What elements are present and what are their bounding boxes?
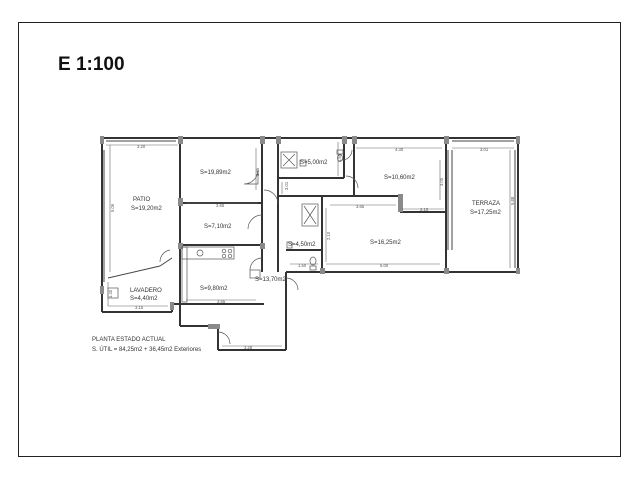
windows [103, 140, 516, 282]
dim-bath2-w: 1.50 [298, 263, 307, 268]
patio-label: PATIO [133, 197, 150, 203]
drawing-sheet [18, 22, 621, 457]
columns [100, 136, 520, 329]
dim-lavadero-bottom: 3.15 [135, 305, 144, 310]
doors [159, 149, 359, 345]
dim-top-patio: 3.20 [137, 144, 146, 149]
kitchen-area: S=9,80m2 [200, 286, 228, 292]
dim-patio-vertical: 5.06 [110, 203, 115, 212]
living-area: S=16,25m2 [370, 240, 402, 246]
dim-top-room2: 4.30 [395, 147, 404, 152]
dim-step: 2.15 [420, 207, 429, 212]
dim-living-v: 2.10 [326, 231, 331, 240]
dim-lavadero-v: 1.40 [108, 289, 113, 298]
scale-label: E 1:100 [58, 54, 125, 75]
room1-area: S=19,89m2 [200, 170, 232, 176]
hall-area: S=13,70m2 [255, 277, 287, 283]
room-labels: PATIO S=19,20m2 S=19,89m2 S=5,00m2 S=10,… [130, 160, 502, 302]
terraza-area: S=17,25m2 [470, 210, 502, 216]
dim-room1-mid: 2.65 [255, 167, 260, 176]
dim-top-terraza: 3.01 [480, 147, 489, 152]
dim-hall-v: 3.01 [284, 181, 289, 190]
dimension-values: 3.20 4.30 3.01 5.06 5.88 2.65 3.01 1.55 … [108, 144, 515, 350]
patio-area: S=19,20m2 [131, 206, 163, 212]
plan-area-summary: S. ÚTIL = 84,25m2 + 36,45m2 Exteriores [92, 346, 201, 353]
room3-area: S=7,10m2 [204, 224, 232, 230]
dim-terraza-vertical: 5.88 [510, 196, 515, 205]
dim-living-top: 3.65 [356, 204, 365, 209]
walls [101, 137, 519, 351]
lavadero-label: LAVADERO [130, 288, 162, 294]
bath2-area: S=4,50m2 [288, 242, 316, 248]
dimension-lines [106, 142, 514, 347]
terraza-label: TERRAZA [472, 201, 500, 207]
dim-room3-w: 3.65 [216, 203, 225, 208]
plan-notes: PLANTA ESTADO ACTUAL S. ÚTIL = 84,25m2 +… [92, 337, 201, 353]
fixtures [107, 149, 344, 303]
dim-bath1-v: 1.55 [337, 153, 342, 162]
dim-room2-v: 3.05 [439, 177, 444, 186]
dim-bottom: 3.28 [244, 345, 253, 350]
bath1-area: S=5,00m2 [300, 160, 328, 166]
dim-living-bottom: 5.00 [380, 263, 389, 268]
room2-area: S=10,60m2 [384, 175, 416, 181]
plan-title: PLANTA ESTADO ACTUAL [92, 337, 166, 343]
lavadero-area: S=4,40m2 [130, 296, 158, 302]
dim-kitchen-bottom: 3.65 [217, 299, 226, 304]
